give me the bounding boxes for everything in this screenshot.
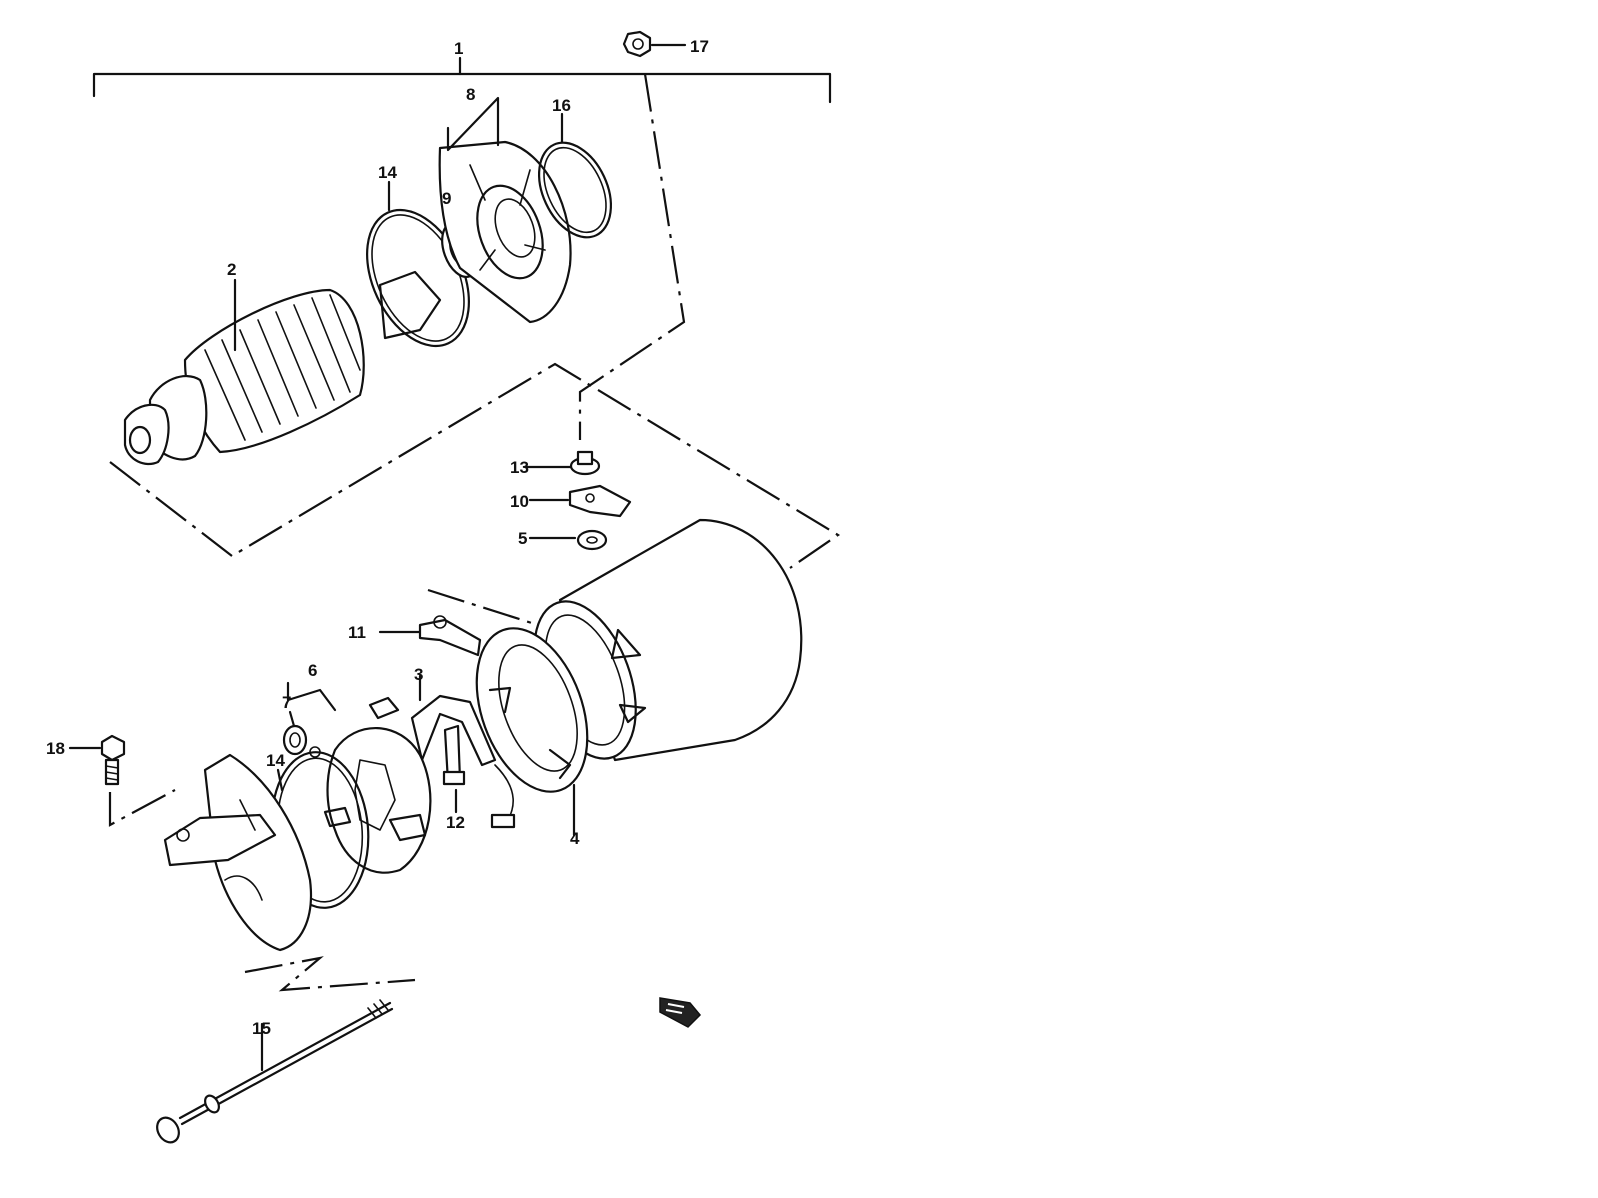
callout-8: 8 [466,85,475,104]
rear-end-cover [163,753,313,952]
part-15-through-bolt [156,999,394,1144]
callout-14-upper: 14 [378,163,397,182]
part-3-brush-holder [368,674,516,829]
callout-15: 15 [252,1019,271,1038]
part-8-front-cover [438,96,572,324]
callout-6: 6 [308,661,317,680]
assembly-bracket [92,56,832,104]
callout-2: 2 [227,260,236,279]
part-2-armature [123,270,442,466]
part-16-o-ring [538,112,612,239]
callout-10: 10 [510,492,529,511]
part-10-washer-plate [528,484,632,518]
callout-3: 3 [414,665,423,684]
part-12-bolt [442,724,466,814]
callout-5: 5 [518,529,527,548]
part-4-yoke-housing [475,518,803,837]
callout-13: 13 [510,458,529,477]
callout-18: 18 [46,739,65,758]
callout-16: 16 [552,96,571,115]
part-7-nut [282,710,321,758]
part-6-brush-plate [286,681,432,874]
callout-4: 4 [570,829,580,848]
part-11-clip [378,615,482,657]
callout-11: 11 [348,623,366,642]
callout-17: 17 [690,37,709,56]
callout-1: 1 [454,39,463,58]
callout-14-lower: 14 [266,751,285,770]
part-17-nut [622,30,687,58]
callout-9: 9 [442,189,451,208]
callout-7: 7 [282,693,291,712]
part-5-washer [528,529,608,551]
part-13-nut [523,450,601,476]
part-18-bolt [68,734,126,786]
callout-12: 12 [446,813,465,832]
direction-marker-icon [659,997,702,1028]
